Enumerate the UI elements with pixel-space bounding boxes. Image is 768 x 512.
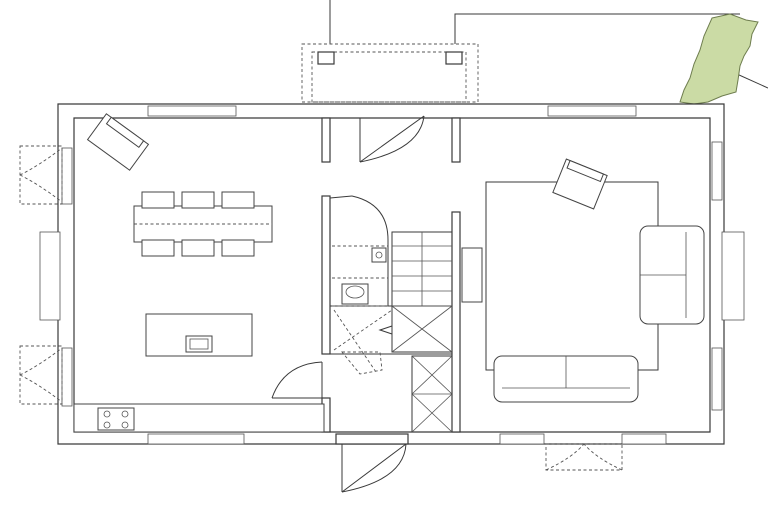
kitchen-door — [271, 361, 323, 399]
front-door — [359, 115, 425, 163]
porch-canopy — [301, 43, 479, 103]
french-doors-left — [19, 145, 63, 405]
living-room-rug — [485, 181, 659, 371]
staircase — [333, 231, 453, 433]
basin-icon — [371, 247, 387, 263]
sink-icon — [185, 335, 213, 353]
dining-area — [133, 191, 273, 257]
armchair-icon — [552, 158, 608, 210]
bay-windows — [39, 231, 745, 321]
tv-unit — [461, 247, 483, 303]
chair-icon — [181, 191, 215, 209]
wc-door — [329, 195, 389, 306]
kitchen-worktop — [73, 403, 325, 433]
sofa-icon — [639, 225, 705, 325]
tree-icon — [679, 13, 759, 105]
chair-icon — [181, 239, 215, 257]
sofa-icon — [493, 355, 639, 403]
hob-icon — [97, 407, 135, 431]
interior-walls — [321, 117, 461, 433]
wc — [332, 245, 388, 307]
armchair-icon — [86, 113, 150, 171]
chair-icon — [221, 191, 255, 209]
windows — [61, 105, 723, 445]
exterior-walls — [57, 103, 725, 445]
patio-doors-bottom — [545, 443, 623, 471]
wc-toilet-icon — [341, 283, 369, 305]
back-door — [335, 433, 409, 493]
chair-icon — [141, 191, 175, 209]
chair-icon — [141, 239, 175, 257]
chair-icon — [221, 239, 255, 257]
